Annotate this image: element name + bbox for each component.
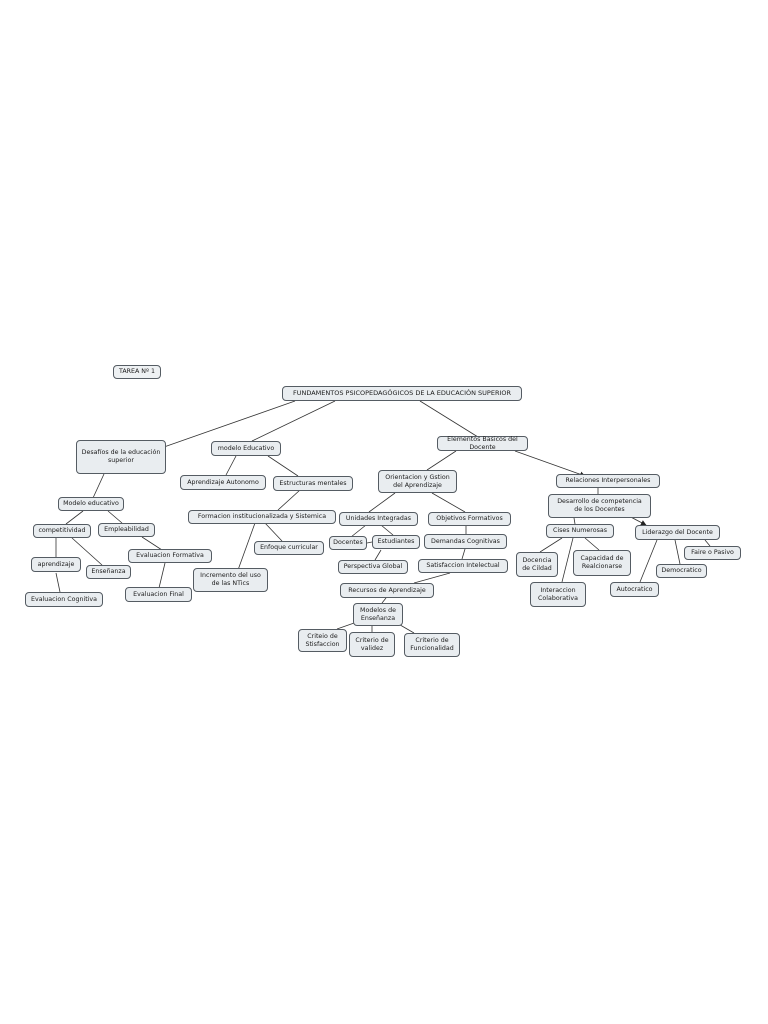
node-desafios[interactable]: Desafíos de la educación superior bbox=[76, 440, 166, 474]
node-democratico[interactable]: Democratico bbox=[656, 564, 707, 578]
root-node[interactable]: FUNDAMENTOS PSICOPEDAGÓGICOS DE LA EDUCA… bbox=[282, 386, 522, 401]
node-modelo-educativo[interactable]: modelo Educativo bbox=[211, 441, 281, 456]
node-orientacion-gestion[interactable]: Orientacion y Gstion del Aprendizaje bbox=[378, 470, 457, 493]
node-recursos-aprendizaje[interactable]: Recursos de Aprendizaje bbox=[340, 583, 434, 598]
node-objetivos-formativos[interactable]: Objetivos Formativos bbox=[428, 512, 511, 526]
node-estudiantes[interactable]: Estudiantes bbox=[372, 535, 420, 549]
node-modelo-educativo-2[interactable]: Modelo educativo bbox=[58, 497, 124, 511]
node-relaciones-interpersonales[interactable]: Relaciones Interpersonales bbox=[556, 474, 660, 488]
node-evaluacion-final[interactable]: Evaluacion Final bbox=[125, 587, 192, 602]
node-incremento-ntics[interactable]: Incremento del uso de las NTics bbox=[193, 568, 268, 592]
node-enfoque-curricular[interactable]: Enfoque curricular bbox=[254, 541, 324, 555]
node-criterio-funcionalidad[interactable]: Criterio de Funcionalidad bbox=[404, 633, 460, 657]
node-evaluacion-cognitiva[interactable]: Evaluacion Cognitiva bbox=[25, 592, 103, 607]
node-desarrollo-competencia[interactable]: Desarrollo de competencia de los Docente… bbox=[548, 494, 651, 518]
node-estructuras-mentales[interactable]: Estructuras mentales bbox=[273, 476, 353, 491]
node-capacidad-relacionarse[interactable]: Capacidad de Realcionarse bbox=[573, 550, 631, 576]
node-faire-pasivo[interactable]: Faire o Pasivo bbox=[684, 546, 741, 560]
node-criterio-satisfaccion[interactable]: Criteio de Stisfaccion bbox=[298, 629, 347, 652]
node-unidades-integradas[interactable]: Unidades Integradas bbox=[339, 512, 418, 526]
assignment-title: TAREA Nº 1 bbox=[113, 365, 161, 379]
node-competitividad[interactable]: competitividad bbox=[33, 524, 91, 538]
node-elementos-basicos[interactable]: Elementos Basicos del Docente bbox=[437, 436, 528, 451]
node-modelos-ensenanza[interactable]: Modelos de Enseñanza bbox=[353, 603, 403, 626]
node-demandas-cognitivas[interactable]: Demandas Cognitivas bbox=[424, 534, 507, 549]
node-formacion-institucionalizada[interactable]: Formacion institucionalizada y Sistemica bbox=[188, 510, 336, 524]
node-liderazgo-docente[interactable]: Liderazgo del Docente bbox=[635, 525, 720, 540]
node-perspectiva-global[interactable]: Perspectiva Global bbox=[338, 560, 408, 574]
node-cises-numerosas[interactable]: Cises Numerosas bbox=[546, 524, 614, 538]
node-empleabilidad[interactable]: Empleabilidad bbox=[98, 523, 155, 537]
node-docentes[interactable]: Docentes bbox=[329, 536, 367, 550]
node-docencia-calidad[interactable]: Docencia de Cildad bbox=[516, 552, 558, 577]
node-autocratico[interactable]: Autocratico bbox=[610, 582, 659, 597]
node-aprendizaje[interactable]: aprendizaje bbox=[31, 557, 81, 572]
node-criterio-validez[interactable]: Criterio de validez bbox=[349, 632, 395, 657]
node-interaccion-colaborativa[interactable]: Interaccion Colaborativa bbox=[530, 582, 586, 607]
node-evaluacion-formativa[interactable]: Evaluacion Formativa bbox=[128, 549, 212, 563]
node-satisfaccion-intelectual[interactable]: Satisfaccion Intelectual bbox=[418, 559, 508, 573]
node-ensenanza[interactable]: Enseñanza bbox=[86, 565, 131, 579]
node-aprendizaje-autonomo[interactable]: Aprendizaje Autonomo bbox=[180, 475, 266, 490]
